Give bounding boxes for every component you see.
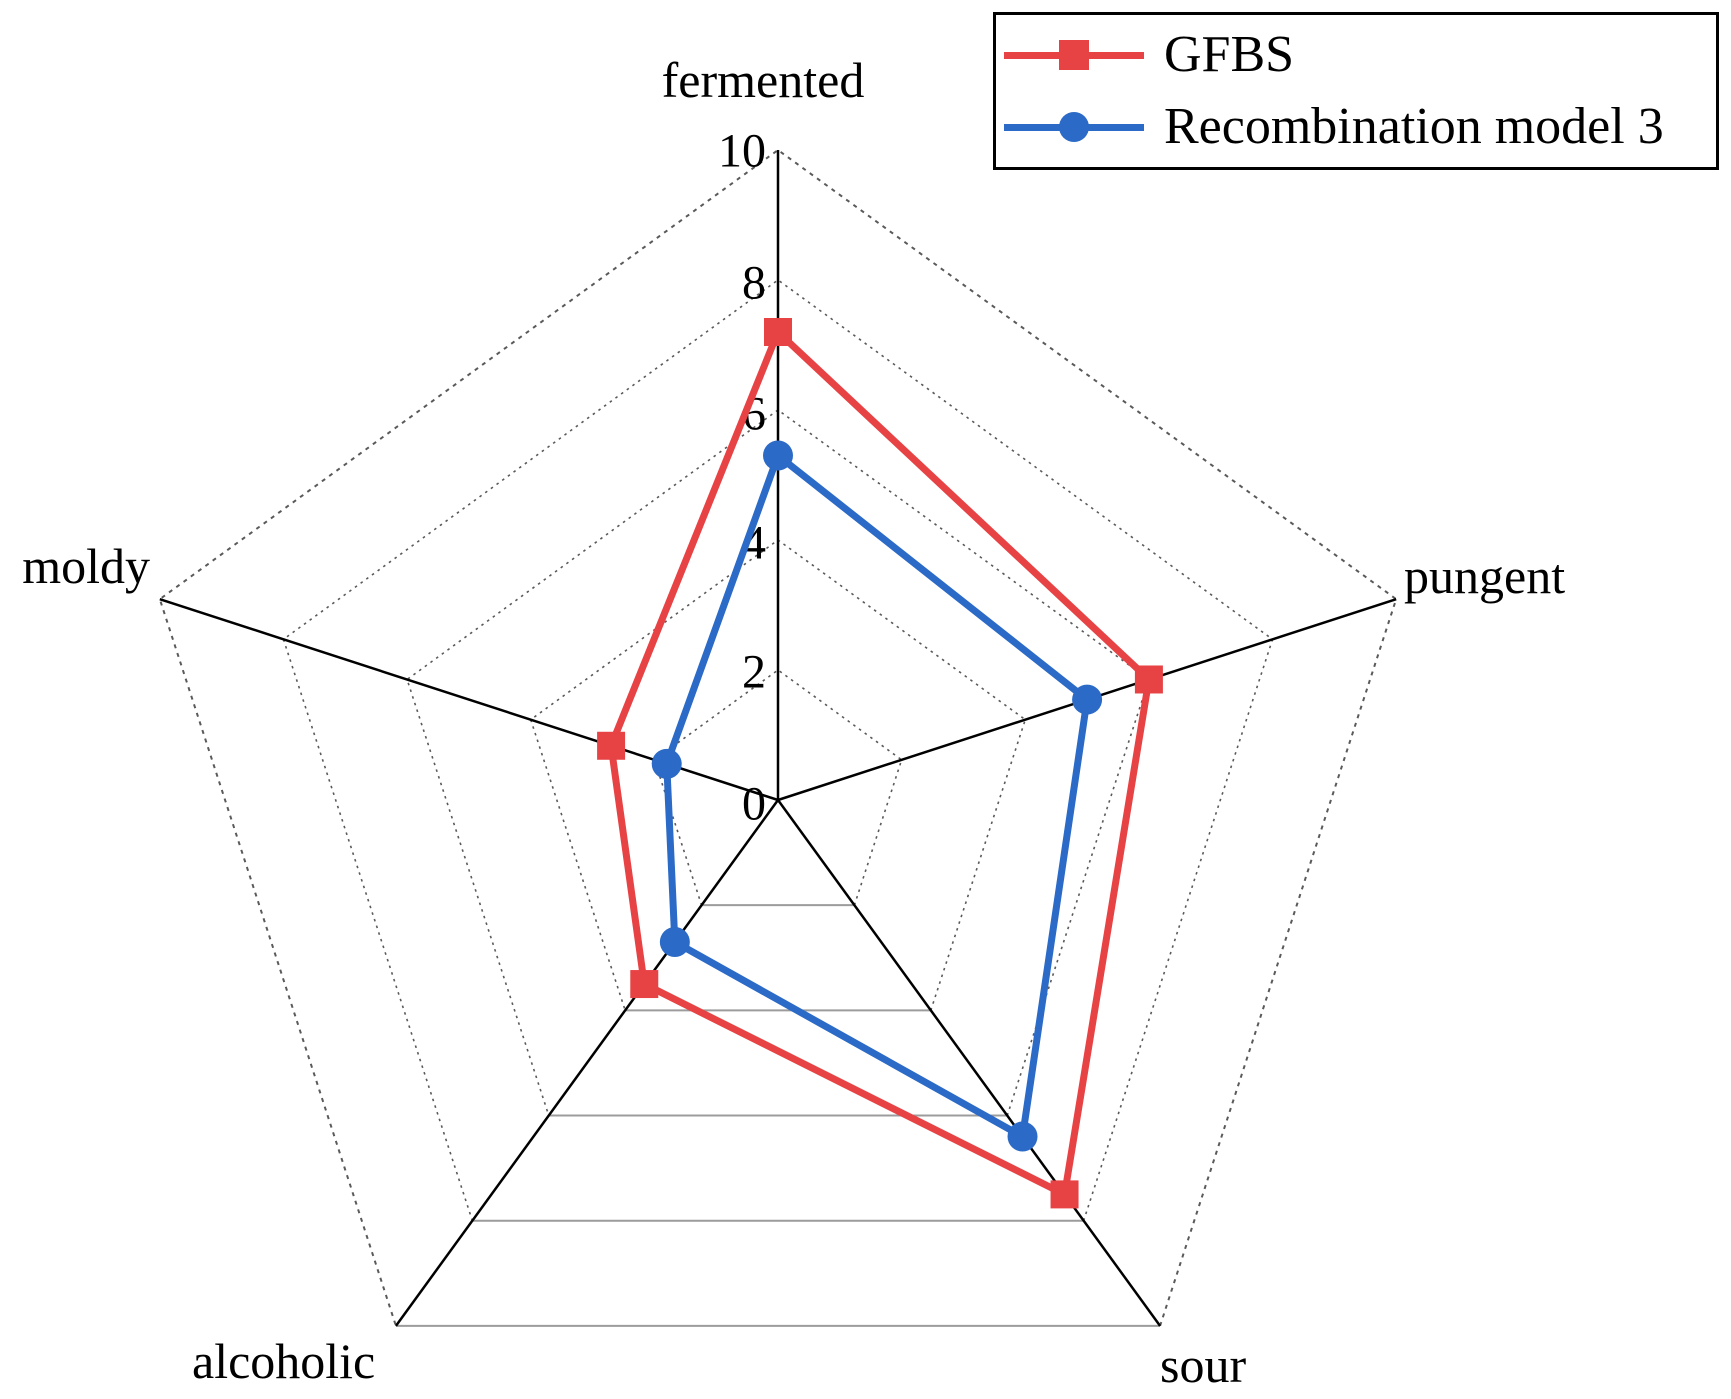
- series-marker-gfbs-pungent: [1134, 665, 1163, 694]
- series-marker-recombination-model-3-moldy: [651, 748, 682, 779]
- legend-circle-marker-icon: [1059, 112, 1089, 142]
- series-marker-recombination-model-3-pungent: [1072, 684, 1103, 715]
- legend-row-recombination-model-3: Recombination model 3: [1004, 99, 1716, 155]
- legend-row-gfbs: GFBS: [1004, 27, 1716, 83]
- grid-ring-6: [406, 409, 1150, 1116]
- legend-label: Recombination model 3: [1164, 98, 1664, 155]
- tick-label-2: 2: [742, 646, 766, 699]
- series-line-gfbs: [607, 325, 1153, 1200]
- category-label-sour: sour: [1160, 1337, 1246, 1393]
- axis-spoke-sour: [776, 799, 1162, 1327]
- legend-square-marker-icon: [1059, 40, 1089, 70]
- category-label-fermented: fermented: [662, 52, 865, 108]
- tick-label-0: 0: [742, 778, 766, 831]
- tick-label-8: 8: [742, 257, 766, 310]
- tick-label-10: 10: [718, 125, 766, 178]
- grid-ring-8: [282, 279, 1274, 1221]
- grid-ring-10: [158, 148, 1398, 1327]
- series-line-recombination-model-3: [663, 449, 1091, 1143]
- axis-spoke-moldy: [159, 597, 779, 802]
- series-marker-recombination-model-3-fermented: [763, 440, 793, 471]
- legend-key-line: [1004, 40, 1144, 70]
- legend: GFBS Recombination model 3: [993, 12, 1719, 170]
- series-marker-recombination-model-3-sour: [1007, 1121, 1038, 1152]
- series-marker-gfbs-sour: [1050, 1180, 1079, 1209]
- series-marker-gfbs-moldy: [597, 731, 626, 760]
- category-label-moldy: moldy: [22, 538, 150, 594]
- series-marker-gfbs-alcoholic: [630, 970, 659, 999]
- legend-key-line: [1004, 112, 1144, 142]
- category-label-pungent: pungent: [1404, 548, 1565, 604]
- plot-layer: [597, 318, 1163, 1209]
- series-marker-recombination-model-3-alcoholic: [659, 926, 690, 957]
- axis-spoke-alcoholic: [394, 799, 780, 1327]
- category-label-alcoholic: alcoholic: [192, 1333, 375, 1389]
- series-marker-gfbs-fermented: [764, 318, 792, 346]
- legend-label: GFBS: [1164, 26, 1295, 83]
